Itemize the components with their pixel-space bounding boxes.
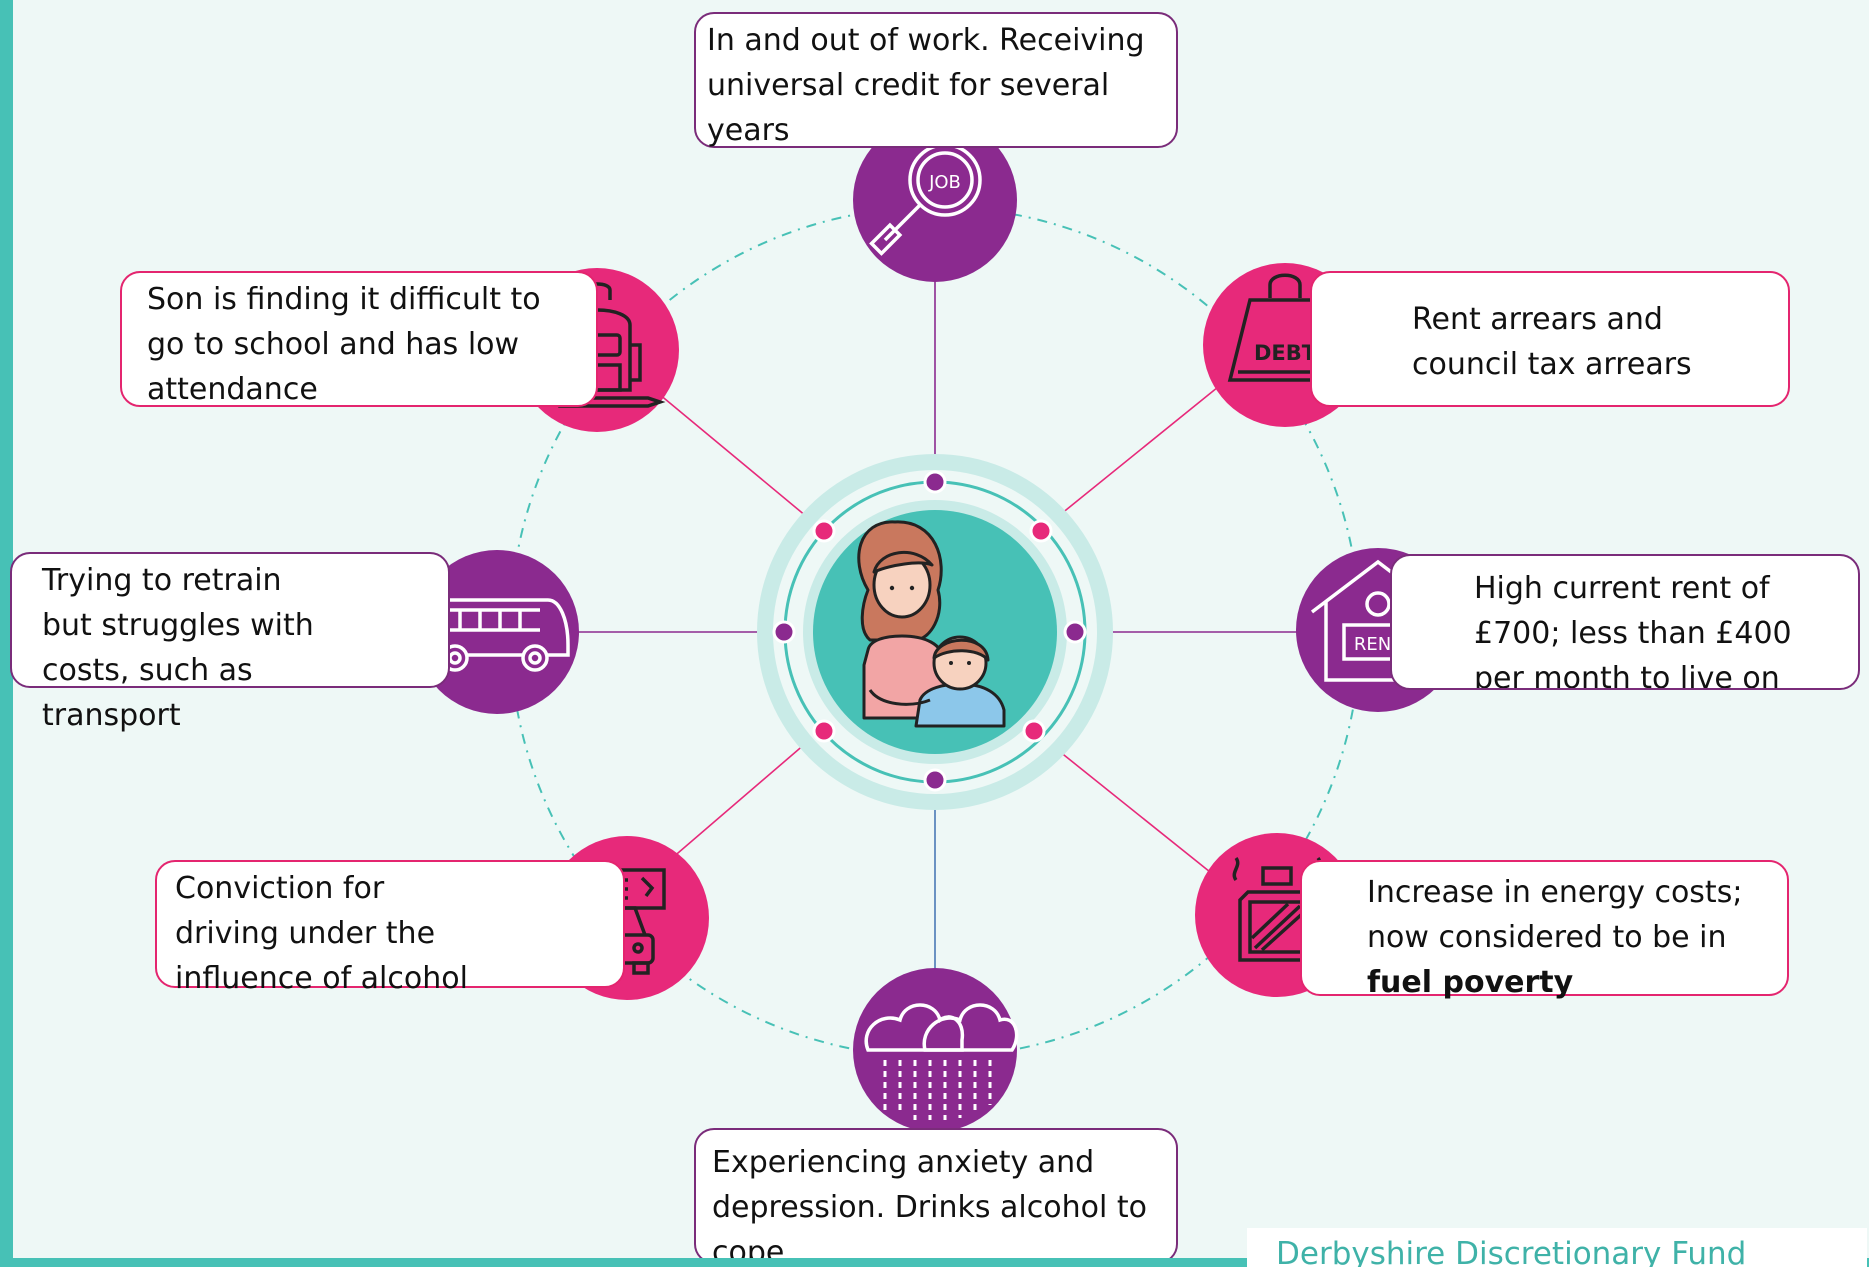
dot-debt — [1029, 519, 1053, 543]
box-energy: Increase in energy costs; now considered… — [1300, 860, 1789, 1000]
svg-text:JOB: JOB — [928, 172, 961, 193]
box-retrain: Trying to retrain but struggles with cos… — [10, 552, 450, 733]
box-rent: High current rent of £700; less than £40… — [1390, 554, 1860, 690]
box-energy-text-regular: Increase in energy costs; now considered… — [1367, 875, 1743, 955]
box-school: Son is finding it difficult to go to sch… — [120, 271, 598, 407]
connector-dots — [772, 470, 1087, 792]
node-retrain — [415, 550, 579, 714]
dot-conviction — [812, 719, 836, 743]
node-mental-health — [853, 968, 1019, 1132]
box-conviction-text: Conviction for driving under the influen… — [175, 871, 468, 996]
box-debt-text: Rent arrears and council tax arrears — [1412, 302, 1692, 382]
footer-label: Derbyshire Discretionary Fund — [1247, 1228, 1867, 1267]
box-mental-health: Experiencing anxiety and depression. Dri… — [694, 1128, 1178, 1267]
box-mental-health-text: Experiencing anxiety and depression. Dri… — [712, 1145, 1147, 1267]
dot-school — [812, 519, 836, 543]
dot-retrain — [772, 620, 796, 644]
node-work: JOB — [853, 118, 1017, 282]
svg-text:DEBT: DEBT — [1254, 341, 1317, 365]
box-energy-text: Increase in energy costs; now considered… — [1367, 870, 1757, 1005]
bus-icon — [430, 598, 570, 672]
dot-mental-health — [923, 768, 947, 792]
dot-rent — [1063, 620, 1087, 644]
box-debt: Rent arrears and council tax arrears — [1310, 271, 1790, 407]
bottom-accent-bar — [0, 1258, 1869, 1267]
dot-work — [923, 470, 947, 494]
box-energy-text-bold: fuel poverty — [1367, 965, 1574, 1000]
mother-and-son-icon — [857, 520, 1006, 728]
rain-cloud-icon — [864, 1003, 1019, 1120]
box-school-text: Son is finding it difficult to go to sch… — [147, 282, 541, 407]
box-work: In and out of work. Receiving universal … — [694, 12, 1178, 148]
box-work-text: In and out of work. Receiving universal … — [707, 23, 1145, 148]
left-accent-bar — [0, 0, 13, 1267]
box-conviction: Conviction for driving under the influen… — [155, 860, 625, 996]
dot-energy — [1022, 719, 1046, 743]
box-rent-text: High current rent of £700; less than £40… — [1474, 571, 1792, 690]
box-retrain-text: Trying to retrain but struggles with cos… — [42, 563, 314, 733]
